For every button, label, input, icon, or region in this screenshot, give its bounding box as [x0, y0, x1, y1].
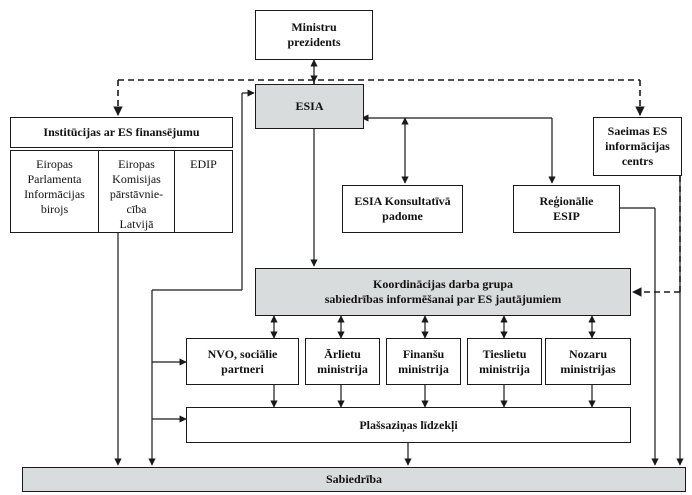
box-tieslietu: Tieslietu ministrija	[467, 338, 542, 385]
box-nvo: NVO, sociālie partneri	[186, 338, 299, 385]
label-tieslietu: Tieslietu ministrija	[479, 346, 530, 376]
label-finansu: Finanšu ministrija	[398, 346, 449, 376]
label-koordinacijas: Koordinācijas darba grupa sabiedrības in…	[324, 277, 562, 306]
box-esia: ESIA	[255, 84, 364, 129]
label-esia: ESIA	[295, 99, 324, 113]
box-ministru-prezidents: Ministru prezidents	[255, 10, 373, 60]
label-eiropas-komisijas: Eiropas Komisijas pārstāvnie- cība Latvi…	[109, 157, 164, 231]
box-regionalie-esip: Reģionālie ESIP	[513, 185, 620, 233]
label-saeimas: Saeimas ES informācijas centrs	[605, 124, 670, 168]
box-finansu: Finanšu ministrija	[386, 338, 461, 385]
box-eiropas-parlamenta: Eiropas Parlamenta Informācijas birojs	[10, 150, 99, 233]
box-esia-konsultativa: ESIA Konsultatīvā padome	[342, 185, 463, 233]
label-eiropas-parlamenta: Eiropas Parlamenta Informācijas birojs	[24, 157, 85, 216]
box-plassazinas: Plašsaziņas līdzekļi	[186, 407, 631, 443]
box-institucijas: Institūcijas ar ES finansējumu	[10, 117, 233, 148]
box-eiropas-komisijas: Eiropas Komisijas pārstāvnie- cība Latvi…	[98, 150, 175, 233]
box-sabiedriba: Sabiedrība	[22, 467, 686, 492]
label-nvo: NVO, sociālie partneri	[207, 346, 278, 376]
label-arlietu: Ārlietu ministrija	[317, 346, 368, 376]
label-regionalie-esip: Reģionālie ESIP	[539, 194, 594, 223]
box-nozaru: Nozaru ministrijas	[545, 338, 631, 385]
box-koordinacijas: Koordinācijas darba grupa sabiedrības in…	[255, 268, 631, 316]
label-plassazinas: Plašsaziņas līdzekļi	[359, 417, 458, 432]
label-edip: EDIP	[190, 157, 217, 171]
label-sabiedriba: Sabiedrība	[325, 472, 382, 486]
box-saeimas: Saeimas ES informācijas centrs	[593, 117, 682, 176]
box-arlietu: Ārlietu ministrija	[305, 338, 380, 385]
label-institucijas: Institūcijas ar ES finansējumu	[43, 125, 200, 139]
label-ministru-prezidents: Ministru prezidents	[287, 20, 341, 49]
label-esia-konsultativa: ESIA Konsultatīvā padome	[354, 194, 451, 223]
box-edip: EDIP	[174, 150, 233, 233]
label-nozaru: Nozaru ministrijas	[560, 346, 616, 376]
